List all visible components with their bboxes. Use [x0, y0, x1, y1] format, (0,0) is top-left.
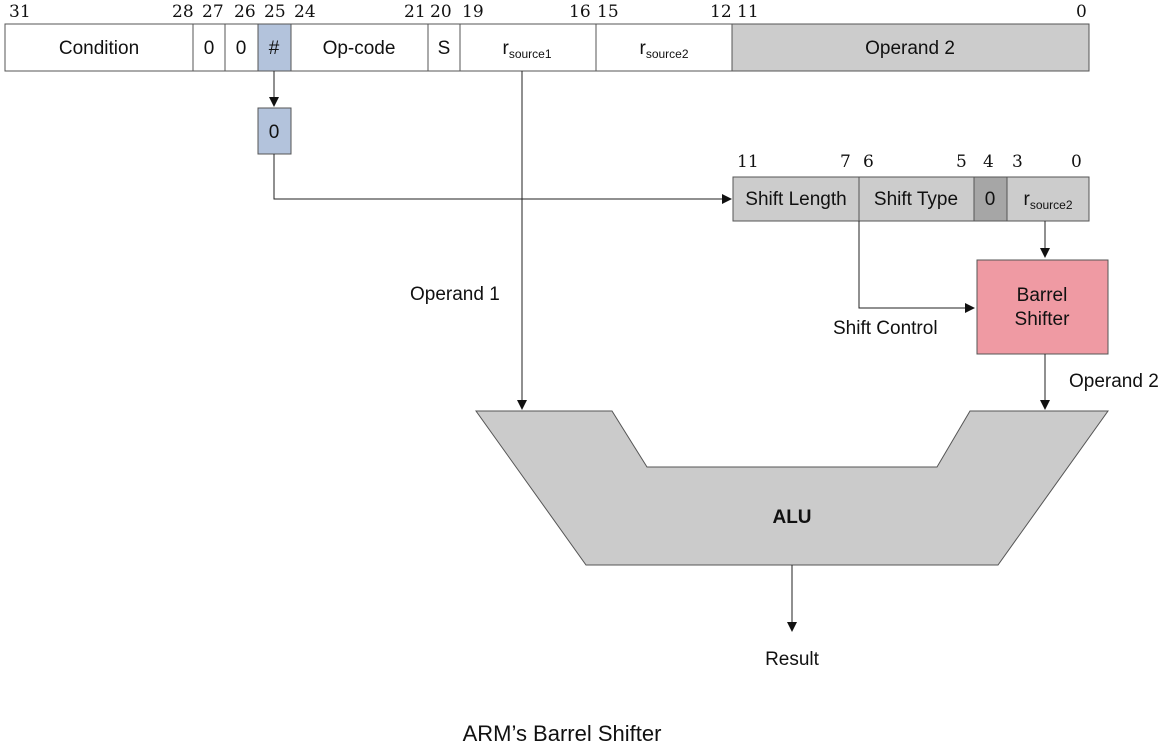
- rsource1-label: rsource1: [502, 38, 551, 61]
- condition-label: Condition: [59, 38, 139, 59]
- shift-control-label: Shift Control: [833, 318, 938, 339]
- operand1-label: Operand 1: [410, 284, 500, 305]
- shift-operand-fields: Shift Length Shift Type 0 rsource2: [732, 176, 1090, 222]
- shift-bit-4: 4: [983, 152, 994, 172]
- bit-28: 28: [172, 2, 194, 22]
- operand2-field: [731, 23, 1090, 72]
- diagram-caption: ARM’s Barrel Shifter: [463, 721, 662, 746]
- barrel-shifter-line1: Barrel: [1017, 285, 1068, 306]
- bit-26: 26: [234, 2, 256, 22]
- opcode-field: [290, 23, 429, 72]
- rsource2-field: [595, 23, 733, 72]
- bit-15: 15: [597, 2, 619, 22]
- condition-field: [4, 23, 194, 72]
- shift-zero-field: [973, 176, 1008, 222]
- shift-rsource2-sub: source2: [1030, 198, 1073, 212]
- bit-16: 16: [569, 2, 591, 22]
- rsource2-base: r: [639, 38, 646, 59]
- operand2-field-label: Operand 2: [865, 38, 955, 59]
- rsource1-field: [459, 23, 597, 72]
- shift-bit-0: 0: [1071, 152, 1082, 172]
- s-label: S: [438, 38, 451, 59]
- operand2-label: Operand 2: [1069, 371, 1159, 392]
- rsource1-sub: source1: [509, 47, 552, 61]
- rsource2-label: rsource2: [639, 38, 688, 61]
- immediate-value: 0: [269, 122, 280, 143]
- shift-length-label: Shift Length: [745, 189, 846, 210]
- result-label: Result: [765, 649, 820, 670]
- opcode-label: Op-code: [323, 38, 396, 59]
- immediate-value-box: [257, 107, 292, 155]
- alu-shape: [475, 410, 1109, 566]
- shift-bit-3: 3: [1012, 152, 1023, 172]
- barrel-shifter-box: [976, 259, 1109, 355]
- shift-bit-6: 6: [863, 152, 874, 172]
- shift-bit-11: 11: [737, 152, 759, 172]
- rsource2-sub: source2: [646, 47, 689, 61]
- shift-type-label: Shift Type: [874, 189, 958, 210]
- shift-bit-7: 7: [840, 152, 851, 172]
- instruction-bit-numbers: 31 28 27 26 25 24 21 20 19 16 15 12 11 0: [9, 2, 1087, 22]
- shift-control-arrow: [858, 221, 975, 313]
- barrel-shifter-line2: Shifter: [1015, 309, 1071, 330]
- zero-field-26: [224, 23, 259, 72]
- instruction-word: Condition 0 0 # Op-code S rsource1 rsour…: [4, 23, 1090, 72]
- zero-label-26: 0: [236, 38, 247, 59]
- zero-label-27: 0: [204, 38, 215, 59]
- shift-length-field: [732, 176, 860, 222]
- bit-12: 12: [710, 2, 732, 22]
- immediate-to-shift-arrow: [273, 154, 732, 204]
- shift-rsource2-base: r: [1023, 189, 1030, 210]
- alu-label: ALU: [772, 507, 811, 528]
- rsource1-base: r: [502, 38, 509, 59]
- shift-bit-5: 5: [956, 152, 967, 172]
- bit-31: 31: [9, 2, 31, 22]
- bit-24: 24: [294, 2, 316, 22]
- bit-19: 19: [462, 2, 484, 22]
- s-field: [427, 23, 461, 72]
- shift-rsource2-label: rsource2: [1023, 189, 1072, 212]
- shift-zero-label: 0: [985, 189, 996, 210]
- bit-0: 0: [1076, 2, 1087, 22]
- zero-field-27: [192, 23, 226, 72]
- shift-bit-numbers: 11 7 6 5 4 3 0: [737, 152, 1082, 172]
- bit-20: 20: [430, 2, 452, 22]
- bit-25: 25: [264, 2, 286, 22]
- bit-21: 21: [404, 2, 426, 22]
- shift-rsource2-field: [1006, 176, 1090, 222]
- bit-11: 11: [737, 2, 759, 22]
- bit-27: 27: [202, 2, 224, 22]
- immediate-label: #: [269, 38, 280, 59]
